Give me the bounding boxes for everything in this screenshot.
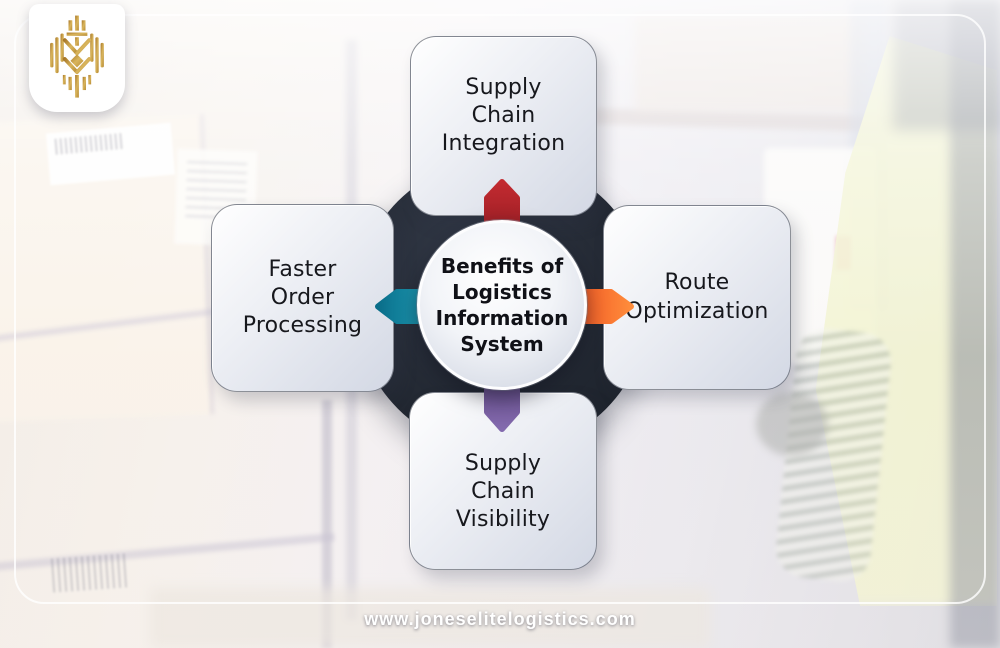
diagram-center-circle: Benefits of Logistics Information System: [417, 220, 587, 390]
node-label: Faster Order Processing: [242, 256, 363, 339]
lion-crown-logo-icon: [50, 15, 104, 98]
footer: www.joneselitelogistics.com: [0, 609, 1000, 630]
node-label: Route Optimization: [625, 270, 769, 324]
node-label: Supply Chain Integration: [441, 74, 566, 157]
node-card-supply-chain-integration: Supply Chain Integration: [410, 36, 597, 216]
center-title: Benefits of Logistics Information System: [435, 254, 569, 356]
node-card-supply-chain-visibility: Supply Chain Visibility: [409, 392, 597, 570]
brand-logo-card: [29, 4, 125, 112]
node-card-faster-order-processing: Faster Order Processing: [211, 204, 394, 392]
website-url: www.joneselitelogistics.com: [364, 609, 636, 629]
node-card-route-optimization: Route Optimization: [603, 205, 791, 390]
node-label: Supply Chain Visibility: [455, 450, 551, 533]
